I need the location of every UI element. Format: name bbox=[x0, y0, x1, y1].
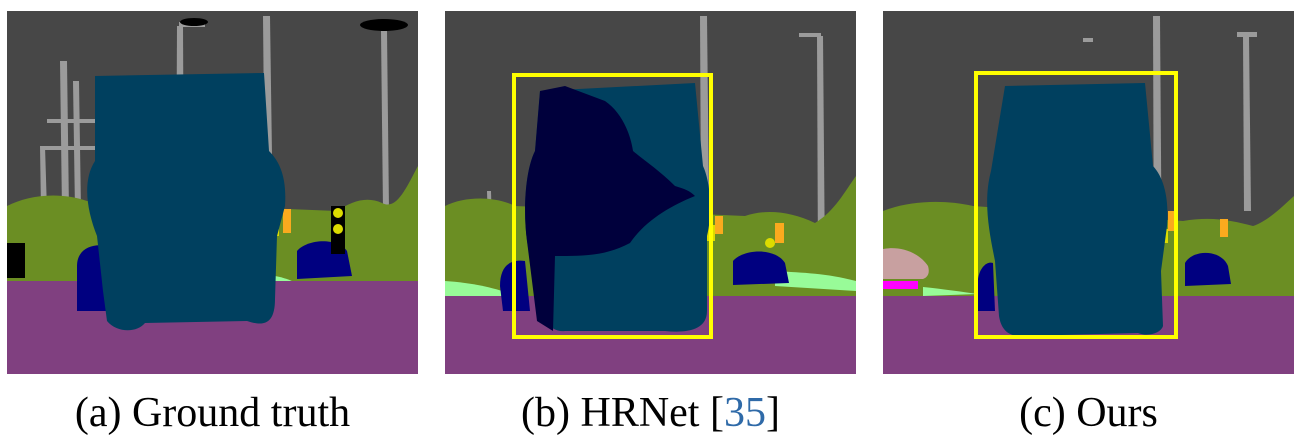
street-lamp-head bbox=[360, 19, 408, 31]
highlight-box bbox=[974, 71, 1178, 339]
highlight-box bbox=[512, 73, 713, 339]
pole bbox=[381, 31, 389, 211]
pole-top bbox=[1237, 32, 1257, 37]
caption-hrnet-suffix: ] bbox=[765, 390, 780, 436]
ours-segmentation-image bbox=[883, 11, 1294, 374]
citation-link[interactable]: 35 bbox=[723, 390, 766, 436]
pole bbox=[40, 146, 47, 211]
traffic-light bbox=[715, 216, 723, 234]
pole bbox=[817, 36, 825, 271]
traffic-light bbox=[283, 209, 291, 233]
truck-region bbox=[987, 83, 1168, 337]
terrain-region bbox=[883, 248, 929, 279]
street-lamp-head bbox=[180, 18, 208, 26]
pole-top bbox=[799, 33, 821, 37]
traffic-light bbox=[1168, 211, 1176, 231]
caption-hrnet-text: (b) HRNet [ bbox=[521, 390, 724, 436]
car-region bbox=[1185, 252, 1231, 286]
traffic-light bbox=[1220, 219, 1228, 237]
car-region bbox=[978, 262, 995, 311]
black-object bbox=[7, 243, 25, 278]
pole bbox=[60, 61, 69, 211]
caption-hrnet: (b) HRNet [35] bbox=[445, 388, 856, 438]
pole bbox=[700, 16, 709, 201]
sidewalk-region bbox=[923, 287, 978, 296]
pole-top bbox=[1083, 38, 1093, 42]
car-region bbox=[733, 251, 789, 285]
traffic-sign bbox=[765, 238, 775, 248]
car-region bbox=[77, 245, 107, 311]
traffic-sign bbox=[333, 208, 343, 218]
sidewalk-region bbox=[775, 271, 856, 291]
truck-region bbox=[87, 73, 286, 331]
caption-ground-truth: (a) Ground truth bbox=[74, 390, 351, 436]
pole bbox=[73, 81, 81, 211]
sidewalk-region bbox=[445, 281, 515, 299]
traffic-light bbox=[775, 223, 784, 243]
bus-misprediction-region bbox=[525, 86, 695, 331]
traffic-sign bbox=[333, 224, 343, 234]
ground-truth-segmentation-image bbox=[7, 11, 418, 374]
pole bbox=[1243, 36, 1251, 211]
hrnet-segmentation-image bbox=[445, 11, 856, 374]
magenta-region bbox=[883, 281, 918, 289]
caption-ours: (c) Ours bbox=[1019, 390, 1158, 436]
